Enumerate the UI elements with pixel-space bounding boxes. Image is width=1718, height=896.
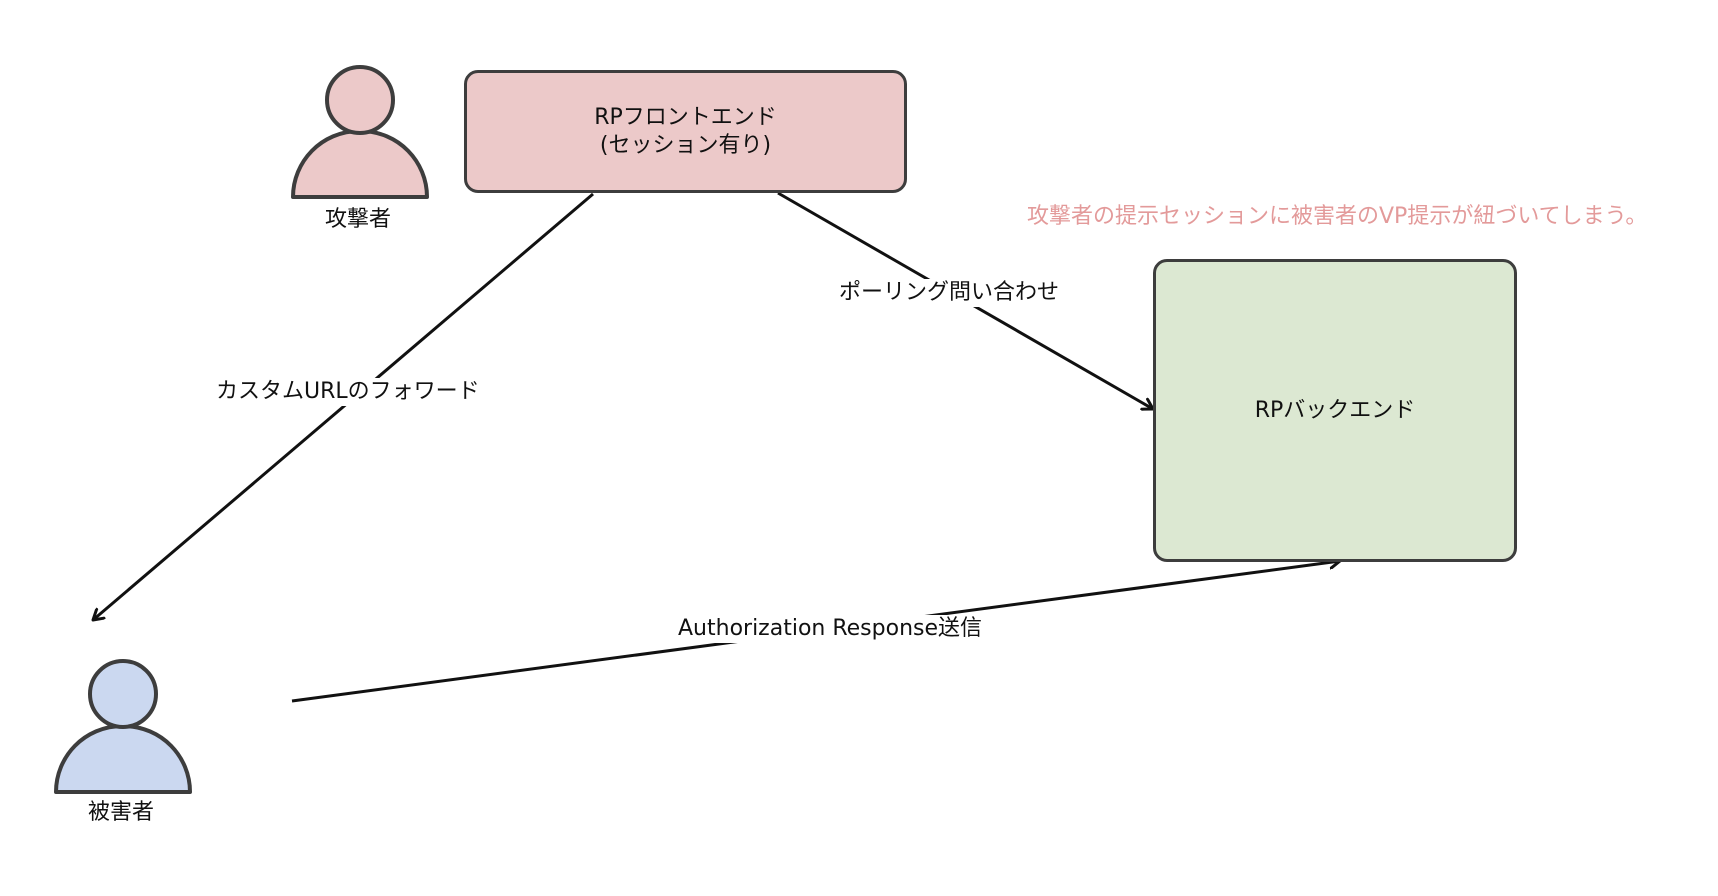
- edge-forward-arrow: [93, 192, 594, 620]
- rp-frontend-box: RPフロントエンド (セッション有り): [464, 70, 907, 193]
- victim-icon-body: [54, 724, 192, 794]
- attacker-label: 攻撃者: [325, 207, 392, 232]
- rp-backend-box: RPバックエンド: [1153, 259, 1517, 562]
- rp-frontend-subtitle: (セッション有り): [599, 132, 772, 158]
- edge-polling-label: ポーリング問い合わせ: [837, 279, 1062, 307]
- edge-auth-response-label: Authorization Response送信: [676, 615, 985, 643]
- attacker-icon-head: [325, 65, 395, 135]
- attacker-icon: [291, 65, 429, 199]
- edge-forward-label: カスタムURLのフォワード: [214, 378, 482, 406]
- victim-label: 被害者: [88, 800, 155, 825]
- victim-icon-head: [88, 659, 158, 729]
- victim-icon: [54, 659, 192, 794]
- warning-note: 攻撃者の提示セッションに被害者のVP提示が紐づいてしまう。: [1027, 204, 1648, 229]
- rp-frontend-title: RPフロントエンド: [594, 104, 777, 130]
- attacker-icon-body: [291, 129, 429, 199]
- rp-backend-label: RPバックエンド: [1254, 397, 1416, 423]
